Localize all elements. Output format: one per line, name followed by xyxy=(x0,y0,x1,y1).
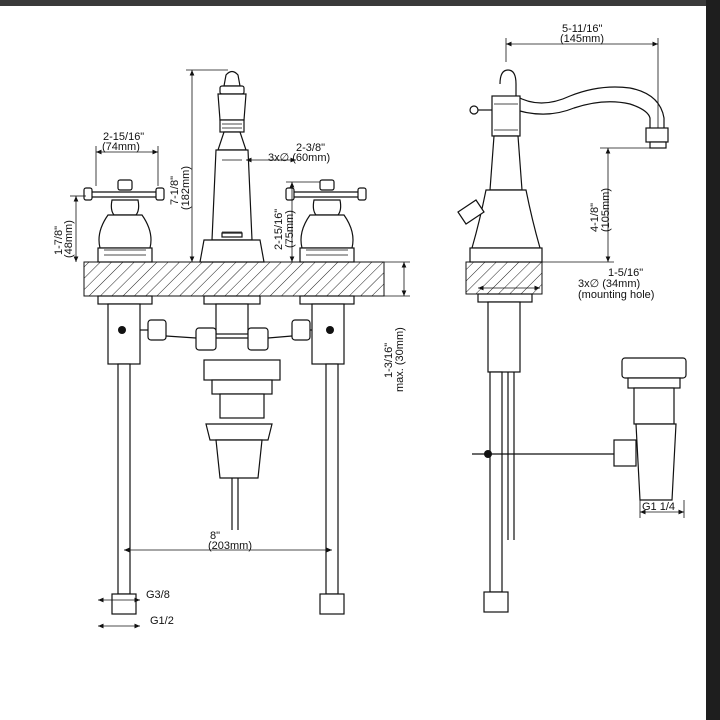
dim-spout-height-imperial: 7-1/8" xyxy=(169,176,181,205)
countertop-side xyxy=(465,261,543,295)
dim-handle-width-imperial: 2-15/16" xyxy=(103,131,144,143)
dim-handle-height-metric: (48mm) xyxy=(63,220,75,258)
countertop-front xyxy=(83,261,385,297)
dim-handle-width-metric: (74mm) xyxy=(102,141,140,153)
left-handle xyxy=(83,179,165,263)
dim-spread-metric: (203mm) xyxy=(208,540,252,552)
dim-spout-body-imperial: 2-15/16" xyxy=(273,209,285,250)
dim-spout-body-metric: (75mm) xyxy=(284,210,296,248)
right-handle xyxy=(285,179,367,263)
front-view: 2-15/16" (74mm) 1-7/8" (48mm) 7-1/8" (18… xyxy=(53,69,410,629)
dim-spread-imperial: 8" xyxy=(210,530,220,542)
scrollbar[interactable] xyxy=(706,0,720,720)
thread-g114-label: G1 1/4 xyxy=(642,501,675,513)
window-top-bar xyxy=(0,0,720,6)
dim-mount-diameter-imperial: 2-3/8" xyxy=(296,142,325,154)
thread-g38-label: G3/8 xyxy=(146,589,170,601)
dim-spout-reach-metric: (145mm) xyxy=(560,33,604,45)
dim-spout-height-metric: (182mm) xyxy=(180,166,192,210)
dim-spout-clearance-imperial: 4-1/8" xyxy=(589,203,601,232)
dim-mounting-hole-imperial: 1-5/16" xyxy=(608,267,643,279)
front-dimensions: 2-15/16" (74mm) 1-7/8" (48mm) 7-1/8" (18… xyxy=(53,69,410,629)
dim-deck-imperial: 1-3/16" xyxy=(383,343,395,378)
center-spout xyxy=(199,70,265,263)
dim-deck-metric: max. (30mm) xyxy=(394,327,406,392)
dim-spout-reach-imperial: 5-11/16" xyxy=(562,23,602,35)
side-view: 5-11/16" (145mm) 4-1/8" (105mm) 1-5/16" … xyxy=(457,23,687,613)
dim-mount-diameter-metric: 3x∅ (60mm) xyxy=(268,152,330,164)
thread-g12-label: G1/2 xyxy=(150,615,174,627)
dim-mounting-hole-metric: 3x∅ (34mm) xyxy=(578,278,640,290)
dim-mounting-hole-note: (mounting hole) xyxy=(578,289,654,301)
under-deck-assembly-front xyxy=(97,295,355,615)
dim-handle-height-imperial: 1-7/8" xyxy=(53,226,65,255)
dim-spout-clearance-metric: (105mm) xyxy=(600,188,612,232)
